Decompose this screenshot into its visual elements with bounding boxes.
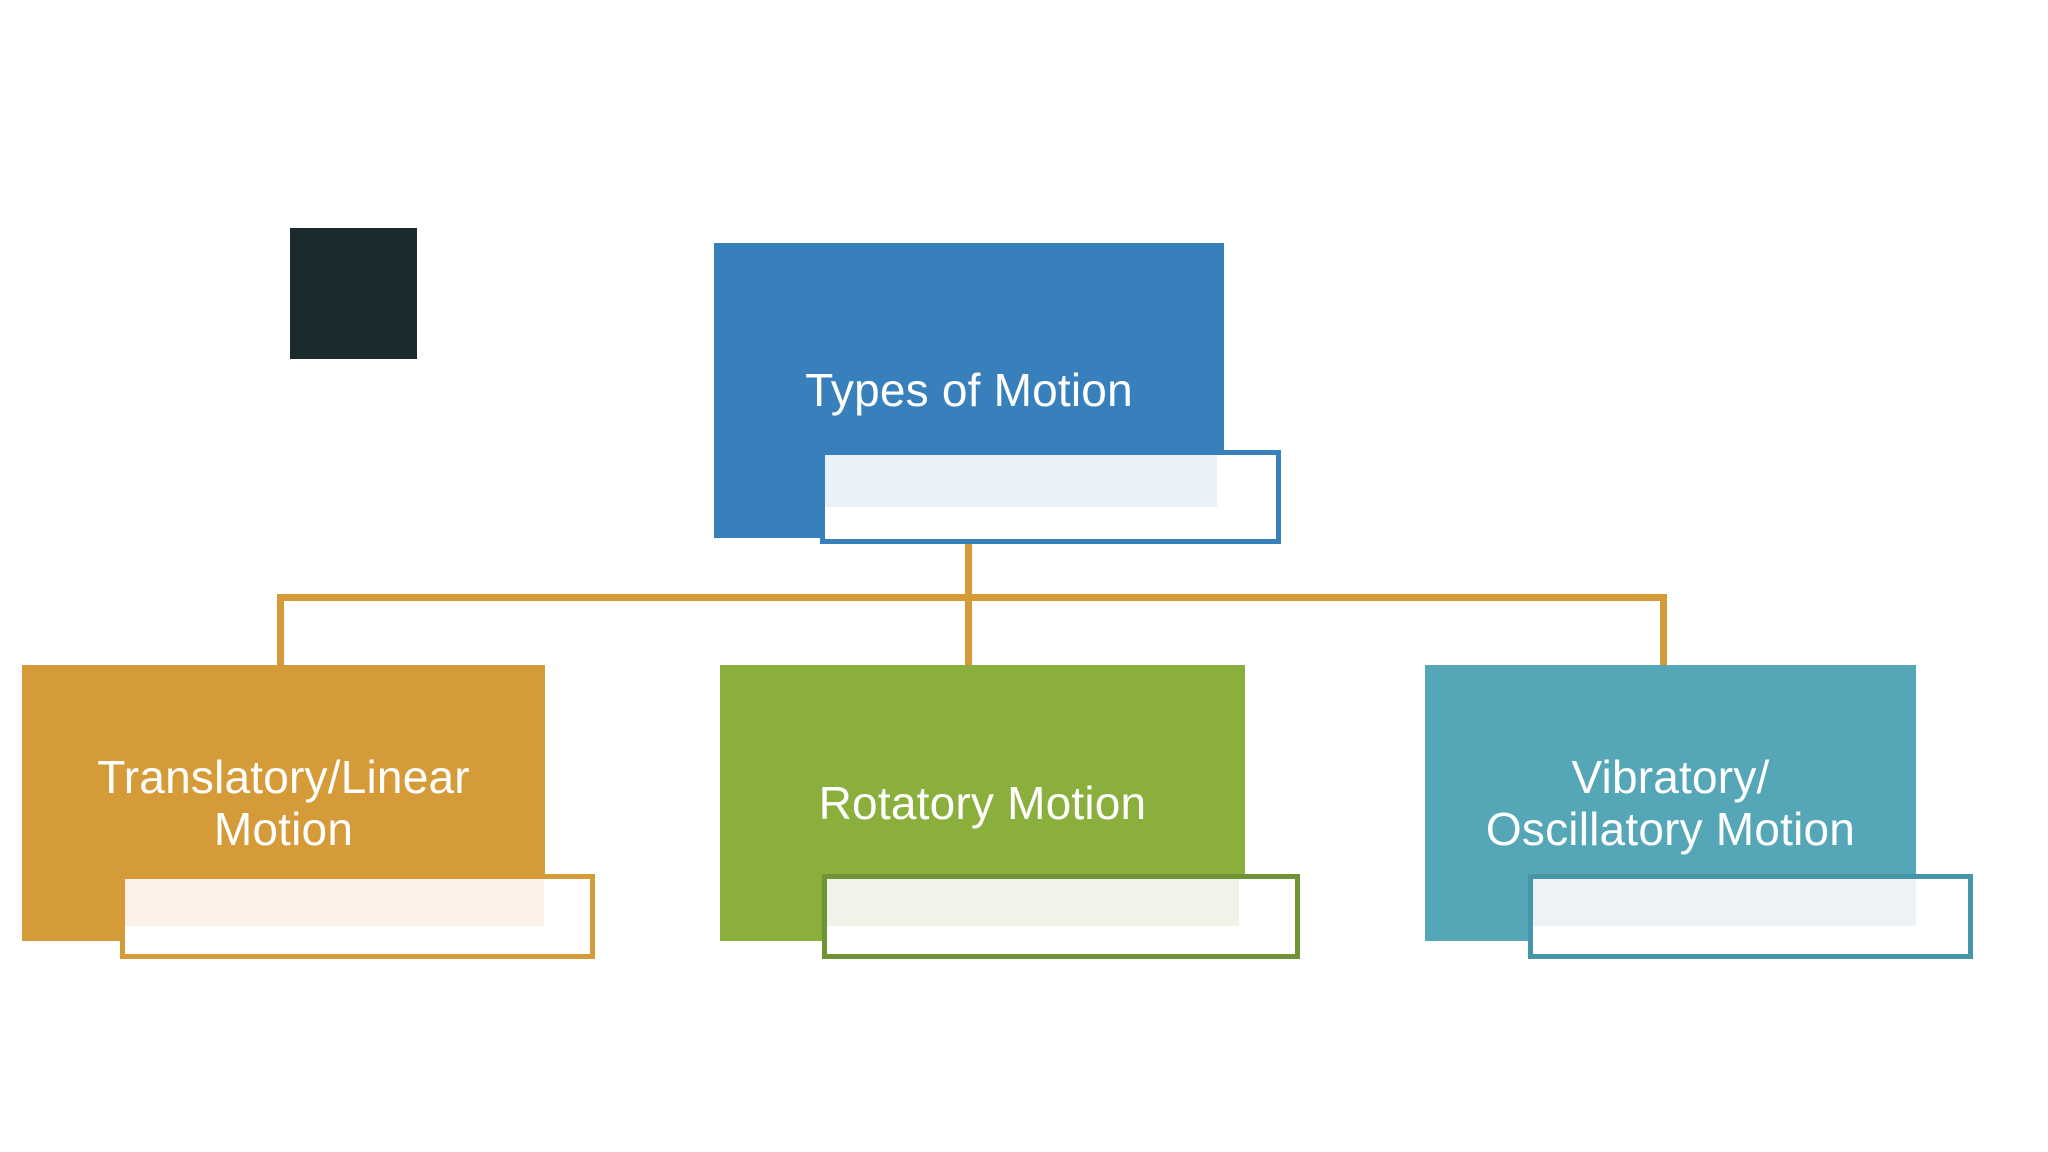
connector-branch-left [277, 594, 284, 667]
plate-band [825, 455, 1218, 508]
connector-branch-middle [965, 594, 972, 667]
node-label: Rotatory Motion [818, 776, 1147, 829]
dark-square-decoration [290, 228, 417, 359]
plate-band [125, 879, 544, 926]
node-label: Types of Motion [805, 364, 1133, 417]
node-label: Vibratory/ Oscillatory Motion [1485, 750, 1856, 855]
plate-band [827, 879, 1239, 926]
connector-root-stem [965, 537, 972, 601]
plate-translatory-linear-motion[interactable] [120, 874, 595, 959]
plate-vibratory-oscillatory-motion[interactable] [1528, 874, 1973, 959]
node-label: Translatory/Linear Motion [97, 750, 470, 855]
plate-rotatory-motion[interactable] [822, 874, 1300, 959]
connector-horizontal-rail [277, 594, 1667, 601]
plate-band [1533, 879, 1916, 926]
connector-branch-right [1660, 594, 1667, 667]
plate-types-of-motion[interactable] [820, 450, 1281, 544]
